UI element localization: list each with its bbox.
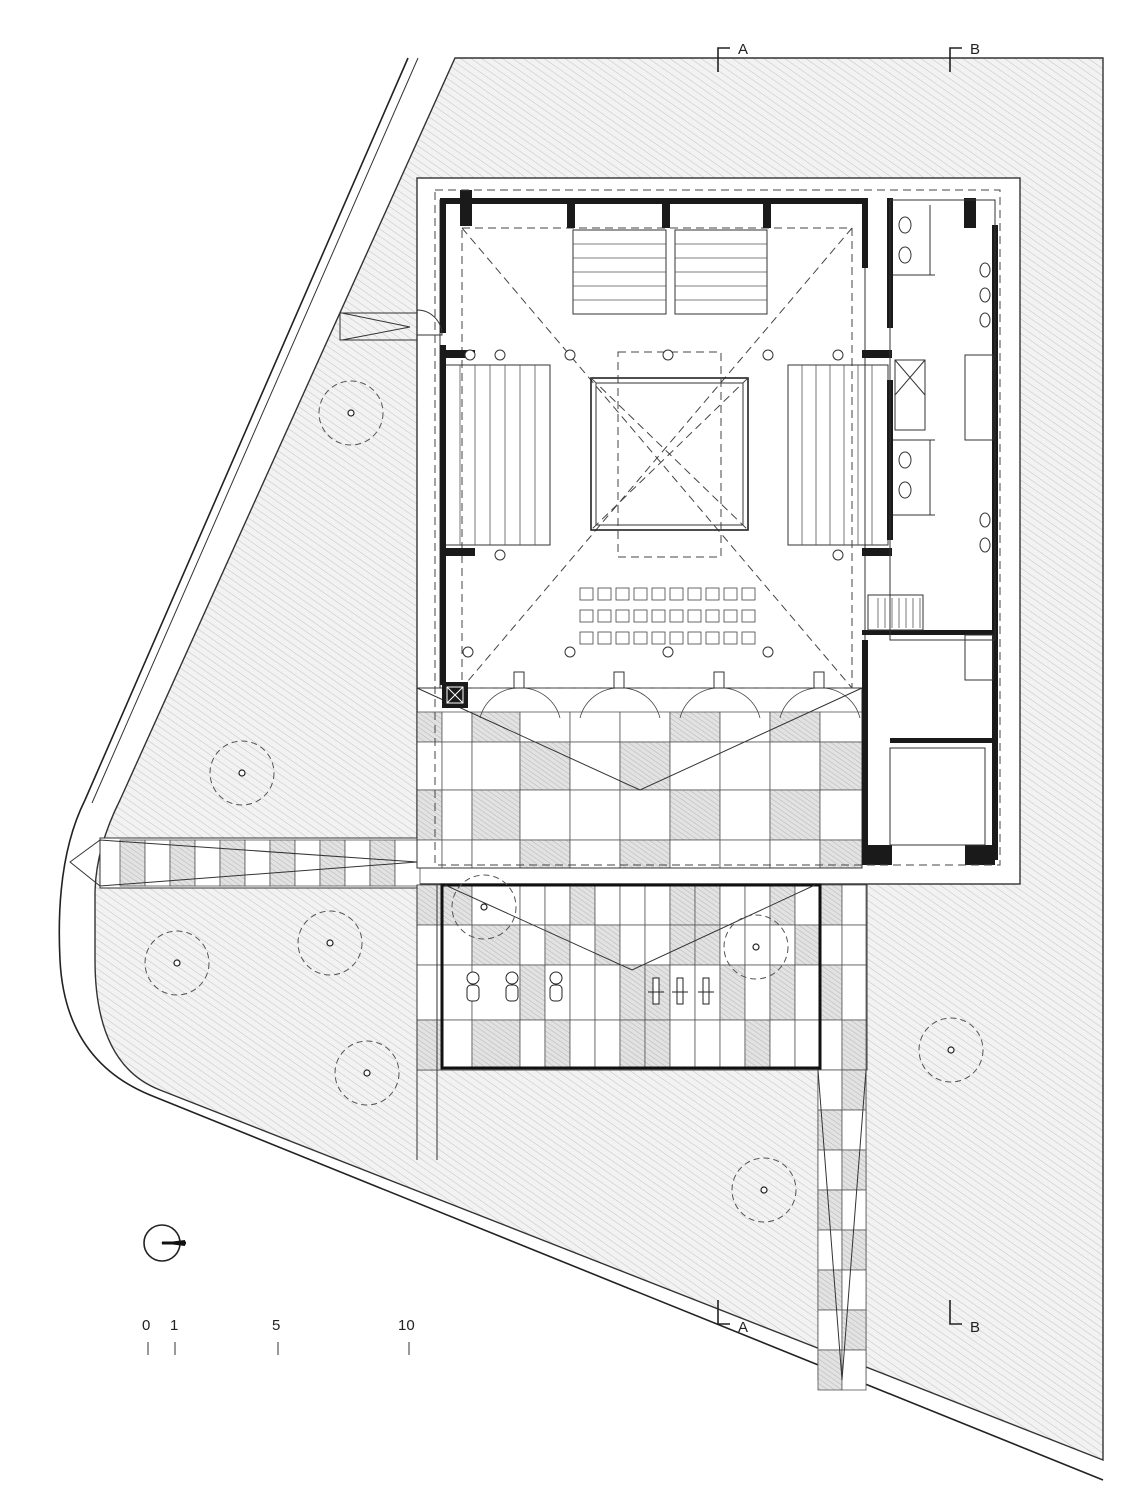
tree-canopy [144,930,210,996]
column-light [762,349,774,361]
scale-tick-1: 1 [170,1317,178,1334]
column-light [564,349,576,361]
seat [687,609,702,623]
washbasin [979,312,991,328]
north-arrow-icon [143,1224,186,1262]
seat [741,587,756,601]
toilet [898,246,912,264]
section-marker-b-top: B [949,41,980,72]
tree-canopy [723,914,789,980]
tree-trunk [347,409,355,417]
street-edge-inner [91,57,419,804]
washbasin [979,537,991,553]
seat [741,609,756,623]
main-hall [439,199,889,689]
column-light [462,646,474,658]
tree-trunk [238,769,246,777]
column-light [832,349,844,361]
section-marker-a-bottom: A [717,1300,748,1336]
seat [597,631,612,645]
seat [669,587,684,601]
scale-bar: 0 1 5 10 [142,1317,415,1355]
seat [723,609,738,623]
svg-text:B: B [970,41,980,58]
washbasin [979,512,991,528]
seat [651,631,666,645]
tree-canopy [918,1017,984,1083]
swing-seat-icon [702,977,710,1005]
street-edge-west [58,57,1104,1481]
scale-tick-10: 10 [398,1317,415,1334]
swing-seat-icon [652,977,660,1005]
toilet [898,481,912,499]
tree-trunk [480,903,488,911]
seat [705,587,720,601]
seat [597,609,612,623]
svg-text:B: B [970,1319,980,1336]
spring-rider-icon [466,971,480,985]
tree-trunk [947,1046,955,1054]
tree-canopy [731,1157,797,1223]
side-door [416,309,443,336]
section-marker-b-bottom: B [949,1300,980,1336]
seat [687,587,702,601]
toilet [898,216,912,234]
tree-trunk [760,1186,768,1194]
section-marker-a-top: A [717,41,748,72]
spring-rider-icon [505,971,519,985]
scale-tick-0: 0 [142,1317,150,1334]
column-light [762,646,774,658]
washbasin [979,287,991,303]
tree-trunk [173,959,181,967]
tree-trunk [326,939,334,947]
tree-canopy [334,1040,400,1106]
seat [651,609,666,623]
entrance-doors [462,349,861,719]
tree-canopy [318,380,384,446]
seat [633,587,648,601]
column-light [494,349,506,361]
seat [723,631,738,645]
seat [615,631,630,645]
toilet [898,451,912,469]
service-wing [442,199,996,846]
svg-text:A: A [738,41,748,58]
seat [669,631,684,645]
seat [615,609,630,623]
column-light [494,549,506,561]
seat [579,587,594,601]
column-light [832,549,844,561]
column-light [662,349,674,361]
seat [615,587,630,601]
tree-canopy [297,910,363,976]
seat [705,631,720,645]
seat [633,609,648,623]
washbasin [979,262,991,278]
scale-tick-5: 5 [272,1317,280,1334]
seat [669,609,684,623]
seat [579,631,594,645]
seat [723,587,738,601]
tree-canopy [209,740,275,806]
column-light [564,646,576,658]
column-light [662,646,674,658]
seat [579,609,594,623]
seat [651,587,666,601]
swing-seat-icon [676,977,684,1005]
svg-text:A: A [738,1319,748,1336]
spring-rider-icon [549,971,563,985]
seat [633,631,648,645]
seat [687,631,702,645]
seat [705,609,720,623]
tree-trunk [752,943,760,951]
tree-trunk [363,1069,371,1077]
seat [597,587,612,601]
column-light [464,349,476,361]
seat [741,631,756,645]
court-frame [440,883,822,1070]
tree-canopy [451,874,517,940]
